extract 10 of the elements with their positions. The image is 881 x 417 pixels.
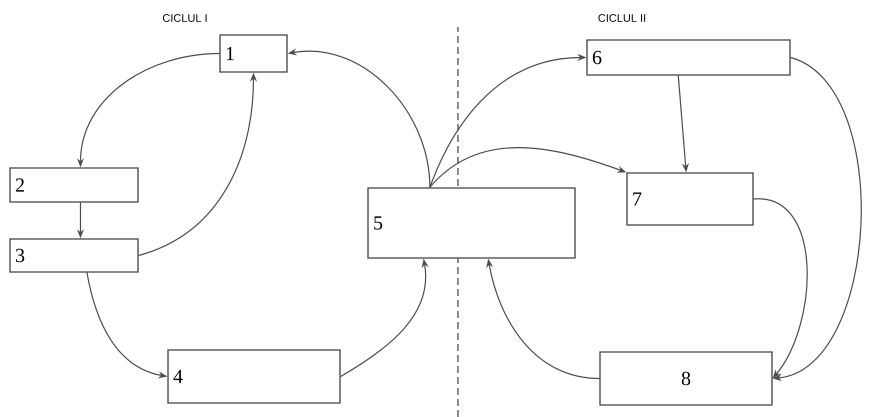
cycle-title: CICLUL II	[598, 14, 646, 22]
numbered-box: 4	[167, 349, 341, 404]
cycle-title: CICLUL I	[162, 14, 207, 22]
numbered-box: 1	[219, 34, 288, 73]
numbered-box: 3	[9, 238, 139, 273]
numbered-box: 6	[586, 39, 791, 76]
numbered-box: 5	[367, 187, 576, 259]
numbered-box: 8	[599, 351, 773, 406]
numbered-box: 7	[626, 172, 754, 226]
numbered-box: 2	[9, 167, 139, 203]
